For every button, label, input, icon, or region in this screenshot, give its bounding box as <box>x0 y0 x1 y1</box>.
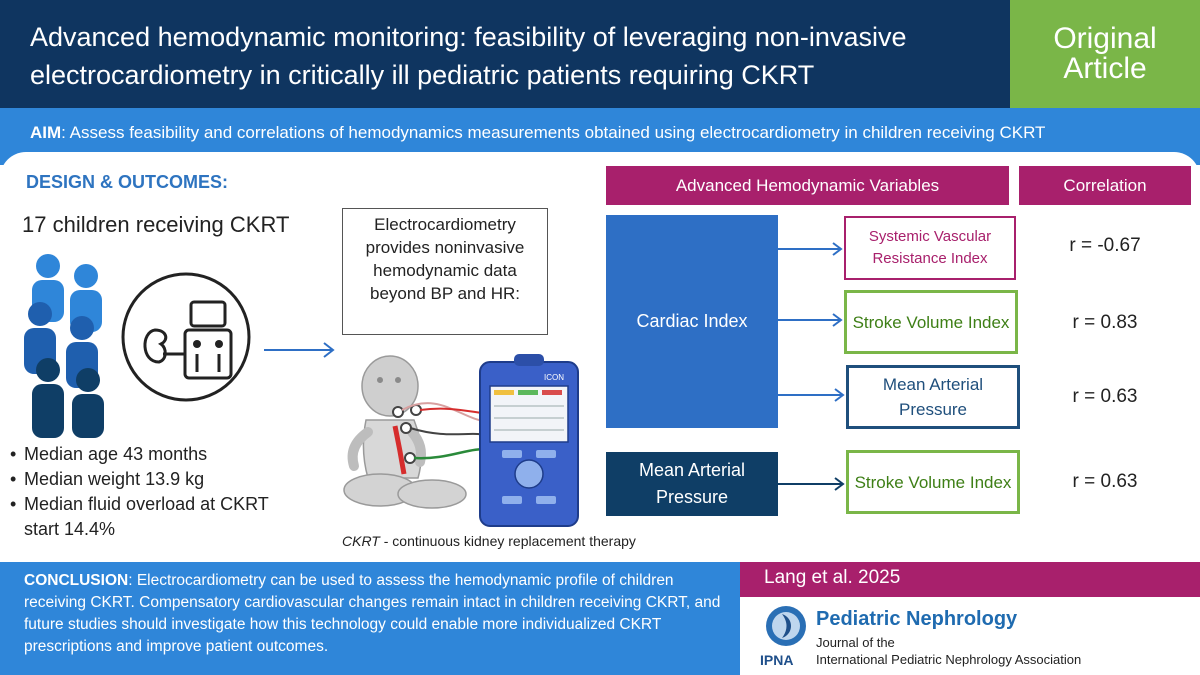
bullet-item: Median fluid overload at CKRT start 14.4… <box>8 492 308 542</box>
electrocardiometry-description: Electrocardiometry provides noninvasive … <box>342 208 548 335</box>
ipna-logo-text: IPNA <box>760 652 794 668</box>
ckrt-machine-icon <box>121 272 251 402</box>
journal-subtitle-2: International Pediatric Nephrology Assoc… <box>816 652 1082 667</box>
badge-line-2: Article <box>1063 52 1147 85</box>
journal-name: Pediatric Nephrology <box>816 608 1018 630</box>
ipna-logo-icon <box>766 606 806 646</box>
variables-heading: Advanced Hemodynamic Variables <box>606 166 1009 205</box>
conclusion-label: CONCLUSION <box>24 572 129 589</box>
page-title: Advanced hemodynamic monitoring: feasibi… <box>30 22 907 90</box>
monitor-device-icon <box>479 354 579 527</box>
correlation-heading: Correlation <box>1019 166 1191 205</box>
conclusion-text: : Electrocardiometry can be used to asse… <box>24 572 721 655</box>
outcome-map-box: Mean Arterial Pressure <box>846 365 1020 429</box>
outcome-svi-box: Stroke Volume Index <box>846 450 1020 514</box>
cardiac-index-box: Cardiac Index <box>606 215 778 428</box>
aim-text: : Assess feasibility and correlations of… <box>61 123 1046 142</box>
ckrt-abbreviation: CKRT <box>342 533 380 549</box>
aim-label: AIM <box>30 123 62 142</box>
correlation-value: r = 0.63 <box>1072 471 1138 492</box>
conclusion-bar <box>0 562 740 675</box>
citation-authors: Lang et al. 2025 <box>764 567 901 588</box>
badge-line-1: Original <box>1053 22 1157 55</box>
article-type-badge: Original Article <box>1010 0 1200 108</box>
connector-arrows <box>778 242 845 491</box>
journal-area <box>740 597 1200 675</box>
children-group-icon <box>24 254 104 438</box>
bullet-item: Median weight 13.9 kg <box>8 467 308 492</box>
patient-characteristics: Median age 43 months Median weight 13.9 … <box>8 442 308 542</box>
ckrt-definition-text: - continuous kidney replacement therapy <box>379 533 636 549</box>
aim-statement: AIM: Assess feasibility and correlations… <box>30 121 1190 145</box>
baby-monitor-illustration <box>343 354 579 527</box>
journal-subtitle-1: Journal of the <box>816 635 895 650</box>
arrow-right-icon <box>264 342 335 358</box>
device-brand: ICON <box>544 373 564 382</box>
correlation-value: r = -0.67 <box>1069 235 1141 256</box>
correlation-value: r = 0.63 <box>1072 386 1138 407</box>
correlation-value: r = 0.83 <box>1072 312 1138 333</box>
bullet-item: Median age 43 months <box>8 442 308 467</box>
outcome-svri-box: Systemic Vascular Resistance Index <box>844 216 1016 280</box>
mean-arterial-pressure-box: Mean Arterial Pressure <box>606 452 778 516</box>
baby-icon <box>343 355 467 509</box>
citation-bar <box>740 562 1200 597</box>
outcome-svi-box: Stroke Volume Index <box>844 290 1018 354</box>
ckrt-definition: CKRT - continuous kidney replacement the… <box>342 533 636 549</box>
cohort-size: 17 children receiving CKRT <box>22 212 290 237</box>
conclusion-statement: CONCLUSION: Electrocardiometry can be us… <box>24 570 729 658</box>
header-bar <box>0 0 1010 108</box>
design-heading: DESIGN & OUTCOMES: <box>26 172 229 192</box>
